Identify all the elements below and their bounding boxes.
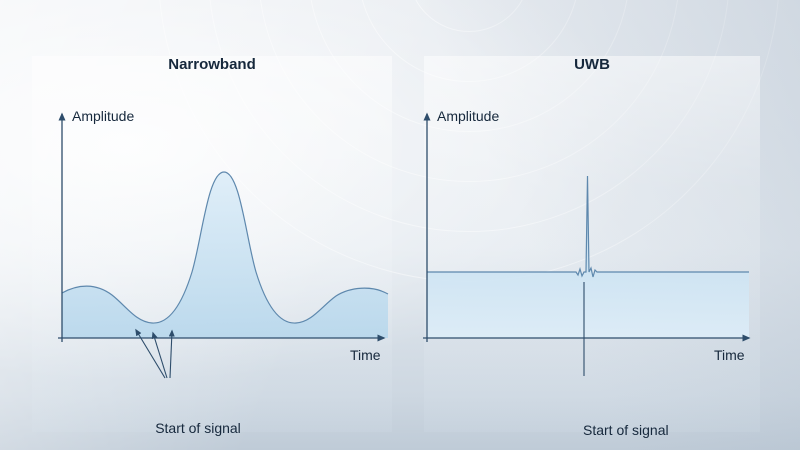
time-label-right: Time (714, 347, 745, 363)
uwb-title: UWB (574, 56, 610, 73)
precise-annotation-line1: Start of signal (583, 422, 669, 438)
narrowband-fill (62, 172, 388, 338)
imprecise-annotation: Start of signal imprecise (118, 386, 278, 450)
precise-annotation: Start of signal precise (583, 388, 743, 450)
narrowband-title: Narrowband (168, 56, 256, 73)
narrowband-waveform (61, 171, 389, 324)
narrowband-plot (58, 112, 389, 379)
uwb-panel (424, 56, 760, 432)
amplitude-label-left: Amplitude (72, 108, 135, 124)
imprecise-arrows (135, 328, 175, 379)
uwb-fill (427, 176, 749, 338)
uwb-pulse (427, 175, 749, 278)
uwb-plot (423, 112, 751, 376)
time-label-left: Time (350, 347, 381, 363)
imprecise-annotation-line1: Start of signal (155, 420, 241, 436)
amplitude-label-right: Amplitude (437, 108, 500, 124)
